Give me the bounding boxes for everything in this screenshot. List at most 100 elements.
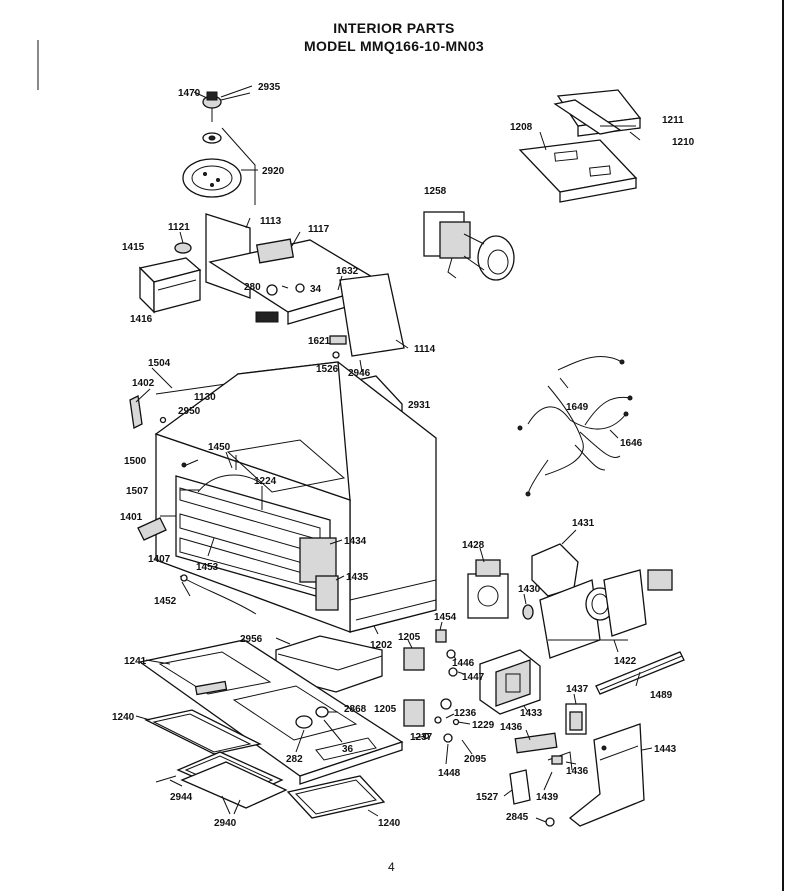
part-diode-1436 [547,751,573,771]
label-2868: 2868 [344,704,367,715]
label-2950: 2950 [178,406,201,417]
part-clip-2944 [155,775,177,783]
label-1205-upper: 1205 [398,632,421,643]
part-top-charcoal-filter [553,89,642,137]
label-1646: 1646 [620,438,643,449]
label-1439: 1439 [536,792,559,803]
label-1121: 1121 [168,222,190,233]
label-36: 36 [342,744,354,755]
label-1208: 1208 [510,122,533,133]
page-title: INTERIOR PARTS [333,20,455,36]
label-2940: 2940 [214,818,237,829]
part-switch-small [329,335,363,373]
label-1224: 1224 [254,476,277,487]
label-1422: 1422 [614,656,637,667]
label-2095: 2095 [464,754,487,765]
label-1431: 1431 [572,518,595,529]
label-1401: 1401 [120,512,143,523]
label-1258: 1258 [424,186,447,197]
part-screw-2845 [545,817,555,827]
part-capacitor-1438 [514,732,558,754]
label-1447: 1447 [462,672,485,683]
part-latch-rod [129,381,241,429]
label-1430: 1430 [518,584,541,595]
label-1117: 1117 [308,224,330,235]
label-1428: 1428 [462,540,485,551]
label-1211: 1211 [662,115,684,126]
label-1402: 1402 [132,378,155,389]
part-fan-blade-assembly [539,569,673,659]
part-cooktop-light-lens [176,751,288,809]
label-1433: 1433 [520,708,543,719]
page-number: 4 [388,860,395,874]
label-1202: 1202 [370,640,393,651]
label-280: 280 [244,282,261,293]
label-1504: 1504 [148,358,171,369]
label-1240-left: 1240 [112,712,135,723]
label-1241: 1241 [124,656,147,667]
label-2920: 2920 [262,166,285,177]
label-1205-lower: 1205 [374,704,397,715]
part-bracket-1527 [509,769,531,805]
part-thermal-fuse [179,574,257,615]
label-1407: 1407 [148,554,171,565]
label-1649: 1649 [566,402,589,413]
label-1507: 1507 [126,486,149,497]
part-top-vent-plate [518,139,638,203]
label-1527: 1527 [476,792,499,803]
label-1436: 1436 [566,766,589,777]
part-stirrer-motor [467,559,509,619]
part-turntable-coupler [202,132,222,144]
label-1454: 1454 [434,612,457,623]
leader-lines [135,91,653,823]
label-34: 34 [310,284,322,295]
label-1130: 1130 [194,392,216,403]
label-1434: 1434 [344,536,367,547]
label-1113: 1113 [260,216,282,227]
label-1448: 1448 [438,768,461,779]
part-oven-cavity [154,361,437,633]
part-door-switch-upper [403,647,425,671]
label-1450: 1450 [208,442,231,453]
label-2845: 2845 [506,812,529,823]
label-1438: 1436 [500,722,523,733]
label-1470: 1470 [178,88,201,99]
label-1489: 1489 [650,690,673,701]
label-2944: 2944 [170,792,193,803]
part-grease-filter-left [144,709,262,755]
label-2956: 2956 [240,634,263,645]
part-turntable-motor [202,85,253,122]
model-number: MODEL MMQ166-10-MN03 [303,38,484,54]
part-turntable-tray [182,127,258,205]
label-2946: 2946 [348,368,371,379]
part-number-labels: 1470 2935 2920 1211 1208 1210 1258 1113 … [112,82,695,829]
label-1237: 1237 [410,732,433,743]
label-1435: 1435 [346,572,369,583]
part-fan-motor-assembly [423,211,515,281]
label-1229: 1229 [472,720,495,731]
label-1210: 1210 [672,137,695,148]
label-1621: 1621 [308,336,331,347]
label-1437: 1437 [566,684,589,695]
label-1452: 1452 [154,596,177,607]
label-2931: 2931 [408,400,431,411]
label-1500: 1500 [124,456,147,467]
label-1443: 1443 [654,744,677,755]
part-relay-1437 [565,703,587,735]
part-grease-filter-right [286,775,386,819]
label-1416: 1416 [130,314,153,325]
part-switch-1454 [435,629,458,677]
part-wiring-harness [517,356,633,497]
label-1526: 1526 [316,364,339,375]
part-high-voltage-transformer [479,649,541,715]
label-1632: 1632 [336,266,359,277]
part-side-panel [568,723,645,827]
part-control-bracket-frame [205,213,405,357]
part-light-housing [138,257,202,314]
label-1415: 1415 [122,242,145,253]
part-thermostat [174,231,192,254]
label-282: 282 [286,754,303,765]
label-2935: 2935 [258,82,281,93]
